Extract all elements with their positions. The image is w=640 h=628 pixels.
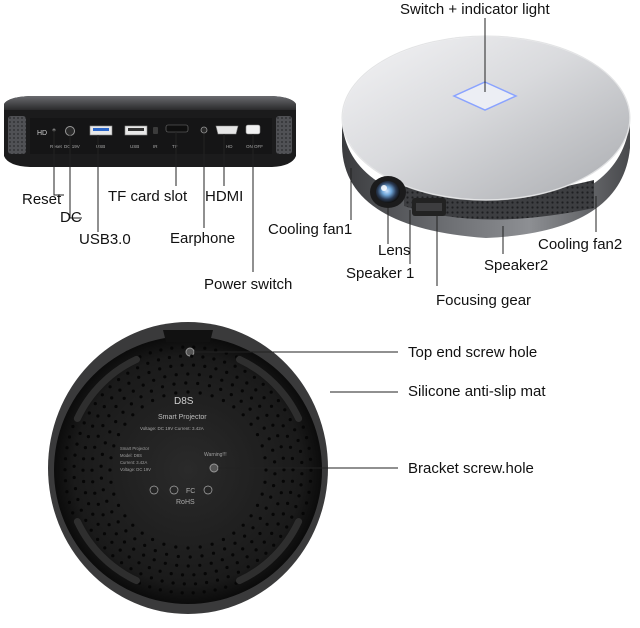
svg-text:Model: D8S: Model: D8S: [120, 453, 142, 458]
dc-jack: [65, 126, 75, 136]
lens: [376, 181, 400, 203]
label-switch-indicator: Switch + indicator light: [400, 1, 550, 18]
svg-text:Voltage: DC 19V: Voltage: DC 19V: [120, 467, 151, 472]
silicone-anti-slip-mat: [236, 355, 303, 422]
label-tf-card-slot: TF card slot: [108, 188, 188, 205]
tf-card-slot: [165, 124, 189, 133]
silicone-anti-slip-mat: [236, 518, 303, 585]
label-power-switch: Power switch: [204, 276, 293, 293]
label-focusing-gear: Focusing gear: [436, 292, 532, 309]
svg-text:ON OFF: ON OFF: [246, 144, 263, 149]
base-perforations: [63, 345, 313, 595]
top-end-screw-hole: [185, 347, 195, 357]
svg-text:FC: FC: [186, 488, 195, 495]
svg-text:IR: IR: [153, 144, 158, 149]
label-top-end-screw-hole: Top end screw hole: [408, 344, 538, 361]
power-switch: [245, 124, 261, 135]
rear-left-grille: [8, 116, 26, 154]
model-text: D8S: [174, 396, 194, 407]
label-dc: DC: [60, 209, 82, 226]
projector-top-view: [341, 35, 631, 238]
label-earphone: Earphone: [170, 230, 236, 247]
silicone-anti-slip-mat: [73, 355, 140, 422]
svg-text:Voltage: DC 19V Current: 3.4: Voltage: DC 19V Current: 3.42A: [140, 426, 204, 431]
label-speaker1: Speaker 1: [346, 265, 415, 282]
leader-lines: [53, 18, 597, 469]
rear-right-grille: [276, 116, 292, 154]
svg-text:RoHS: RoHS: [176, 499, 195, 506]
label-usb30: USB3.0: [79, 231, 131, 248]
label-hdmi: HDMI: [205, 188, 244, 205]
svg-text:Current: 3.42A: Current: 3.42A: [120, 460, 147, 465]
label-bracket-screw-hole: Bracket screw.hole: [408, 460, 534, 477]
svg-text:Reset: Reset: [50, 144, 63, 149]
silicone-anti-slip-mat: [73, 518, 140, 585]
svg-text:TF: TF: [172, 144, 178, 149]
projector-bottom-view: D8S Smart Projector Voltage: DC 19V Curr…: [48, 322, 328, 614]
earphone-jack: [200, 126, 208, 134]
svg-text:Warning!!!: Warning!!!: [204, 452, 227, 458]
hdmi-port: [215, 125, 239, 135]
switch-indicator-light: [452, 81, 518, 111]
label-lens: Lens: [378, 242, 411, 259]
bracket-screw-hole: [209, 463, 219, 473]
rear-panel-view: HD Reset DC 19V USB USB IR TF HD ON OFF: [4, 96, 296, 167]
svg-text:USB: USB: [130, 144, 139, 149]
label-cooling-fan2: Cooling fan2: [538, 236, 623, 253]
svg-text:DC 19V: DC 19V: [64, 144, 80, 149]
svg-text:HD: HD: [226, 144, 233, 149]
label-speaker2: Speaker2: [484, 257, 549, 274]
label-silicone-mat: Silicone anti-slip mat: [408, 383, 546, 400]
svg-text:Smart Projector: Smart Projector: [120, 446, 150, 451]
hd-marking: HD: [37, 130, 47, 137]
svg-text:Smart Projector: Smart Projector: [158, 414, 207, 421]
svg-text:USB: USB: [96, 144, 105, 149]
label-reset: Reset: [22, 191, 62, 208]
label-cooling-fan1: Cooling fan1: [268, 221, 353, 238]
